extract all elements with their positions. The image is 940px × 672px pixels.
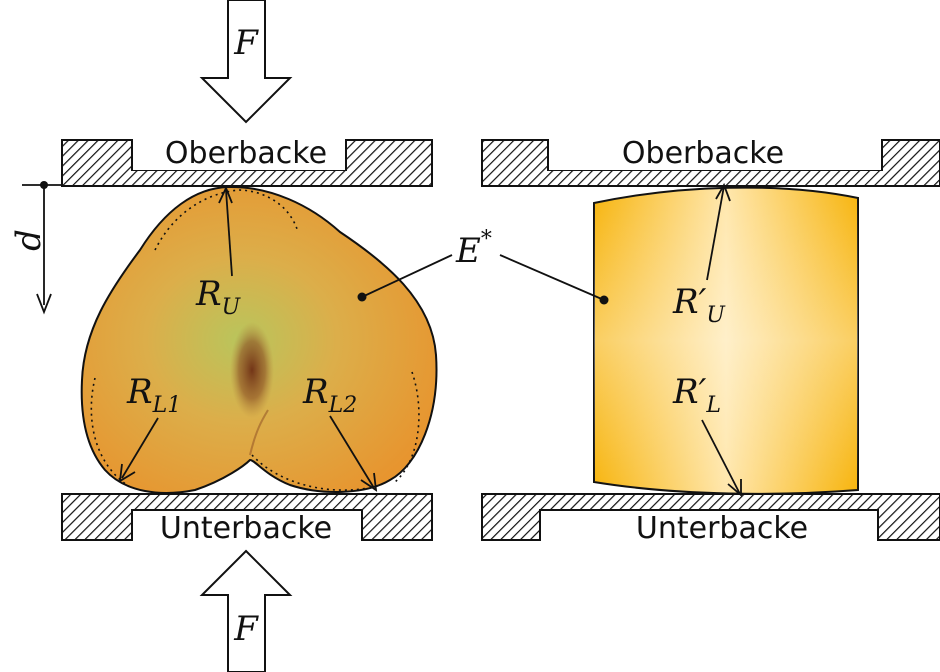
force-label-bottom: F [233,609,259,649]
displacement-label: d [9,229,49,251]
kernel-body [80,185,438,494]
force-label-top: F [233,23,259,63]
radius-upper-label: RU [195,274,242,320]
lower-jaw-right-label: Unterbacke [636,511,808,546]
lower-jaw-right [481,493,940,541]
radius-arrow-upper [218,185,233,277]
modulus-dot-cylinder [599,295,609,305]
upper-jaw-right [481,139,940,187]
upper-jaw-right-label: Oberbacke [622,136,784,171]
radius-arrow-lower-2 [329,415,378,492]
radius-lower-2-label: RL2 [302,372,357,418]
lower-jaw-left [61,493,433,541]
radius-arrow-upper-prime [706,182,731,281]
modulus-leaders [361,254,605,301]
upper-jaw-left-label: Oberbacke [165,136,327,171]
displacement-indicator [22,181,62,315]
modulus-label: E* [455,227,492,271]
cylinder-body [593,186,859,495]
radius-lower-prime-label: R′L [672,372,721,418]
radius-arrow-lower-prime [701,419,742,497]
radius-upper-prime-label: R′U [672,282,726,328]
force-arrow-top [199,0,293,124]
modulus-dot-kernel [357,292,367,302]
upper-jaw-left [61,139,433,187]
radius-lower-1-label: RL1 [126,372,181,418]
force-arrow-bottom [199,549,293,672]
radius-arrow-lower-1 [118,417,159,483]
lower-jaw-left-label: Unterbacke [160,511,332,546]
